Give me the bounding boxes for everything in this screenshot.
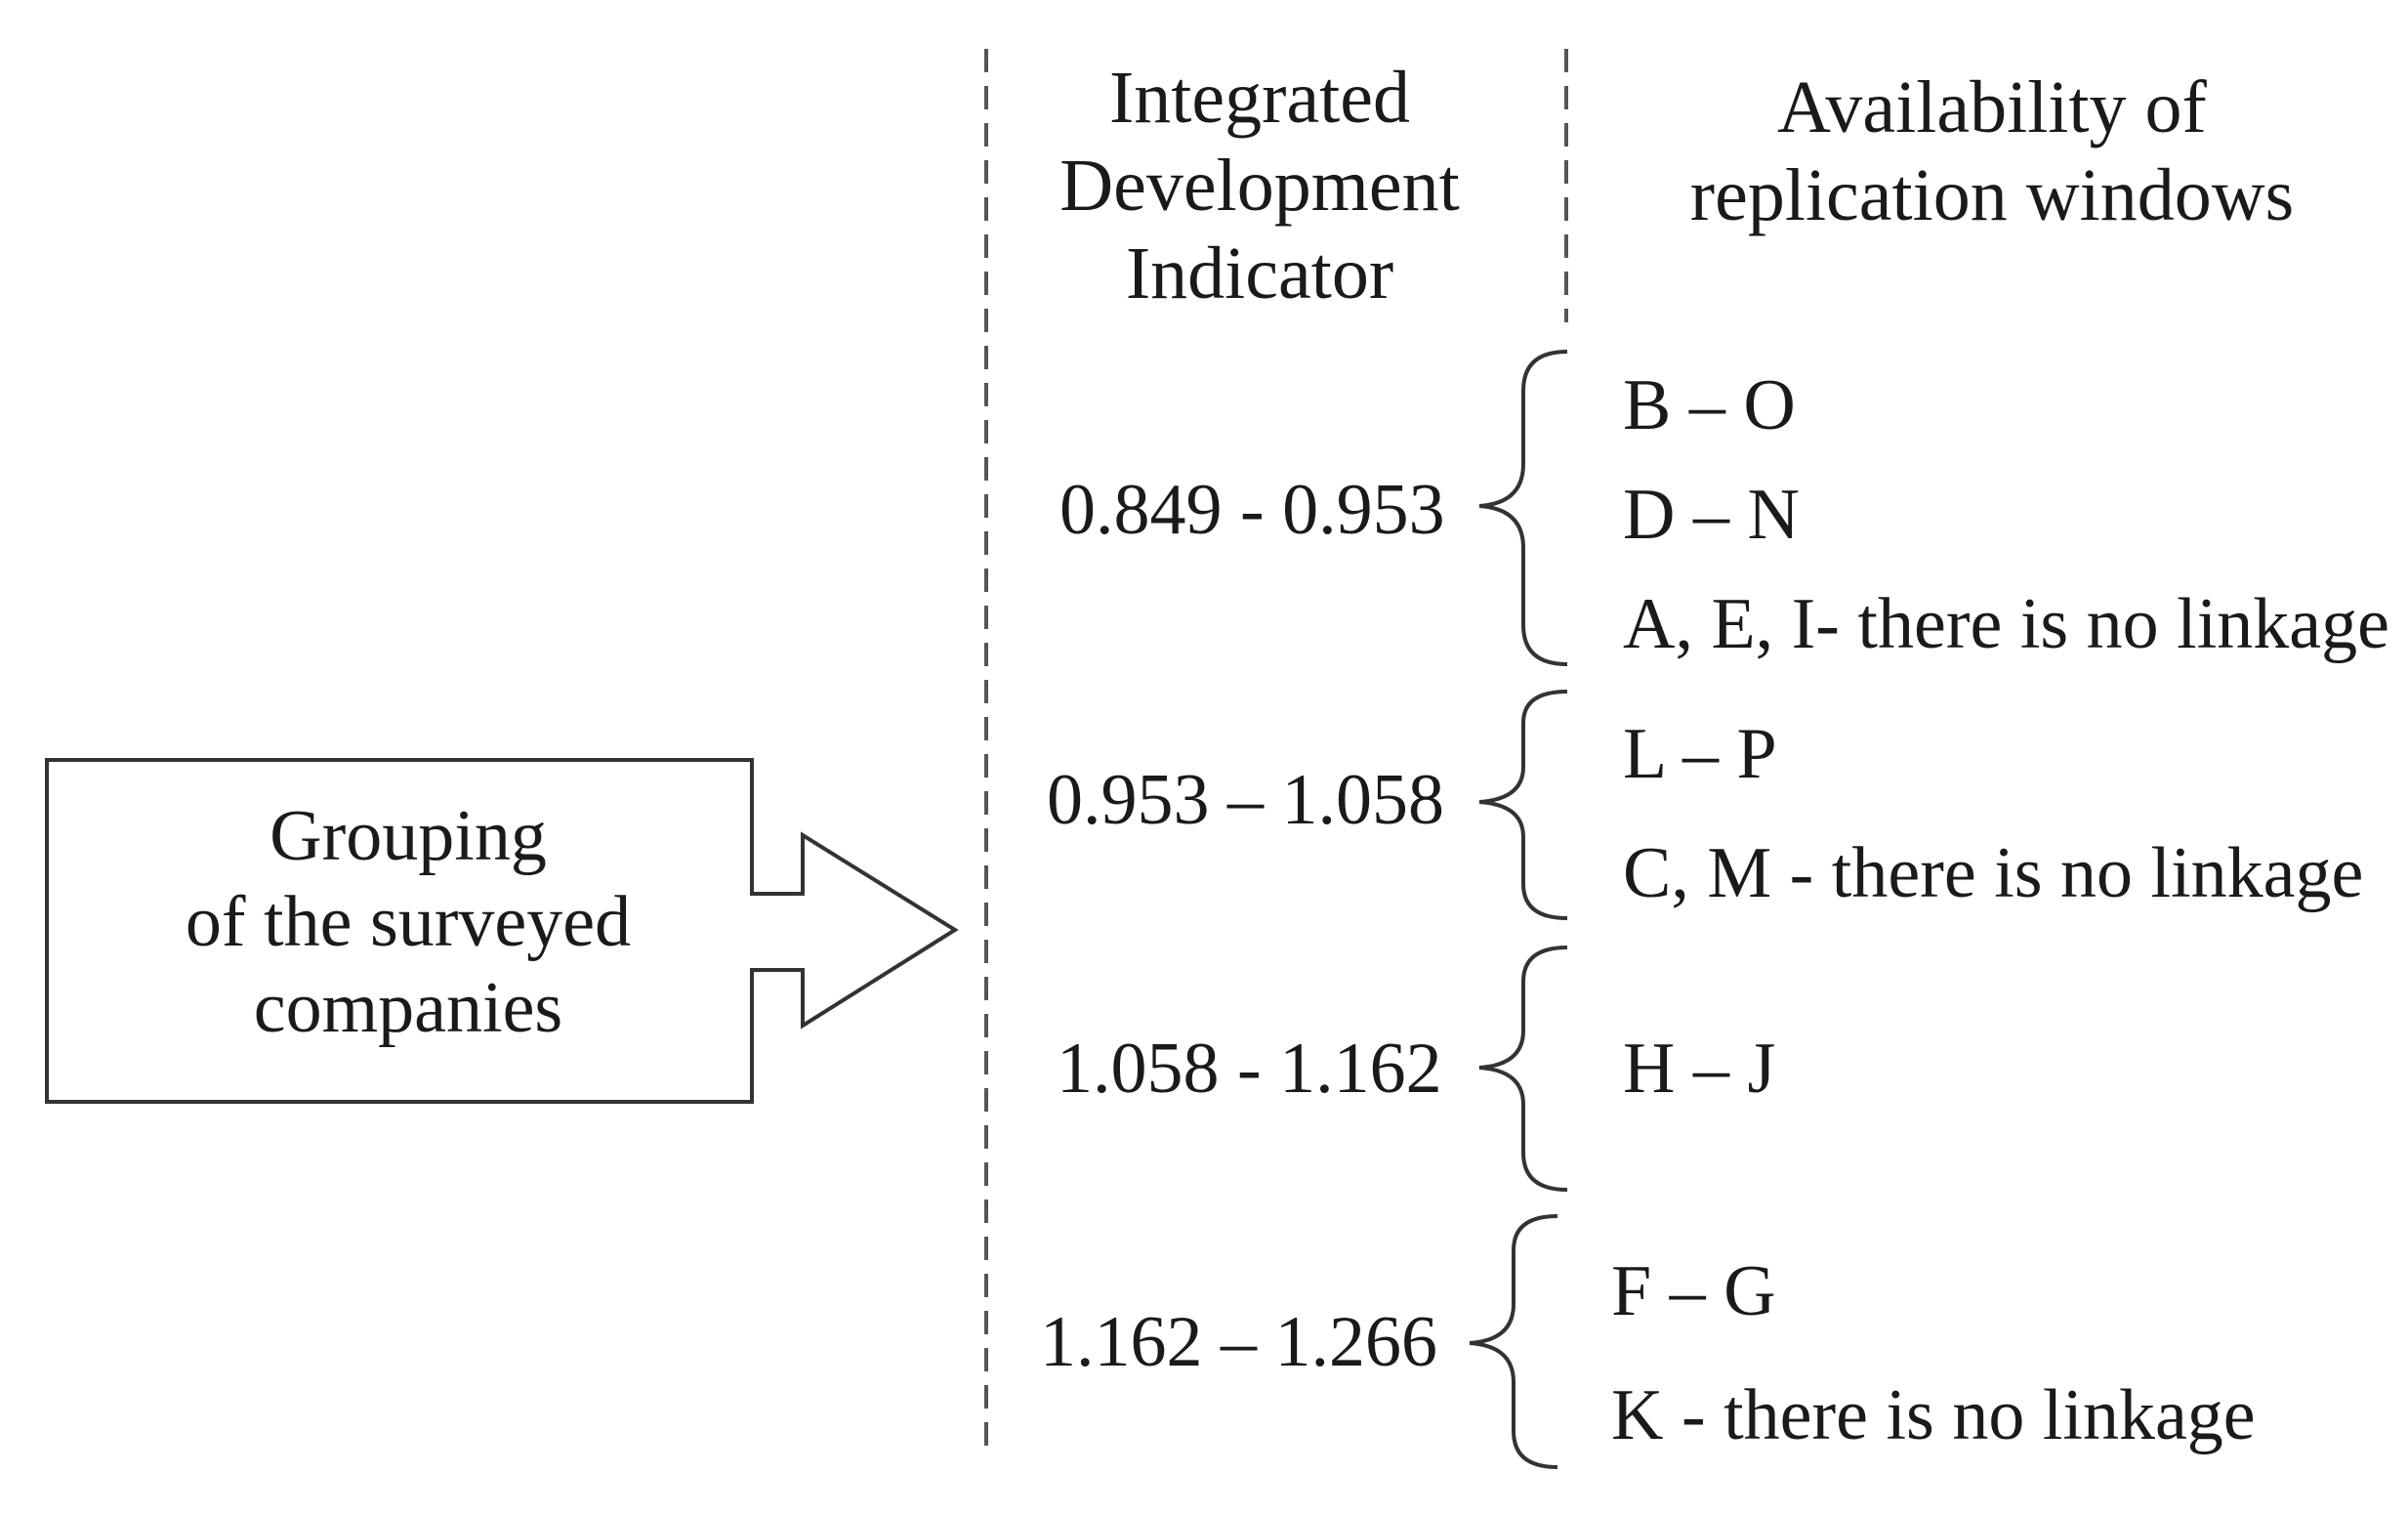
grouping-label: Grouping of the surveyed companies: [47, 793, 769, 1051]
indicator-header-line-1: Integrated: [1108, 57, 1411, 139]
group-2-item-1: L – P: [1623, 714, 1777, 794]
group-1-item-1: B – O: [1623, 365, 1796, 445]
replication-header: Availability of replication windows: [1592, 63, 2392, 239]
grouping-arrow-box: [45, 758, 959, 1104]
indicator-header: Integrated Development Indicator: [1006, 54, 1514, 317]
brace-group-3: [1478, 946, 1568, 1192]
brace-group-1: [1478, 350, 1568, 666]
group-1-item-2: D – N: [1623, 475, 1800, 555]
group-2-item-2: C, M - there is no linkage: [1623, 833, 2364, 913]
group-4-range: 1.162 – 1.266: [1040, 1302, 1437, 1382]
grouping-label-line-3: companies: [253, 968, 563, 1048]
group-3-item-1: H – J: [1623, 1029, 1776, 1109]
brace-group-2: [1478, 690, 1568, 920]
group-3-range: 1.058 - 1.162: [1057, 1029, 1442, 1109]
group-1-item-3: A, E, I- there is no linkage: [1623, 584, 2389, 664]
group-4-item-1: F – G: [1611, 1251, 1776, 1331]
group-2-range: 0.953 – 1.058: [1047, 760, 1444, 840]
grouping-label-line-2: of the surveyed: [185, 882, 632, 962]
grouping-label-line-1: Grouping: [270, 796, 547, 876]
group-1-range: 0.849 - 0.953: [1059, 470, 1445, 550]
indicator-header-line-2: Development: [1059, 145, 1460, 227]
brace-group-4: [1469, 1214, 1558, 1469]
replication-header-line-2: replication windows: [1689, 154, 2295, 236]
group-4-item-2: K - there is no linkage: [1611, 1375, 2256, 1455]
replication-header-line-1: Availability of: [1777, 66, 2207, 148]
indicator-header-line-3: Indicator: [1125, 232, 1394, 315]
